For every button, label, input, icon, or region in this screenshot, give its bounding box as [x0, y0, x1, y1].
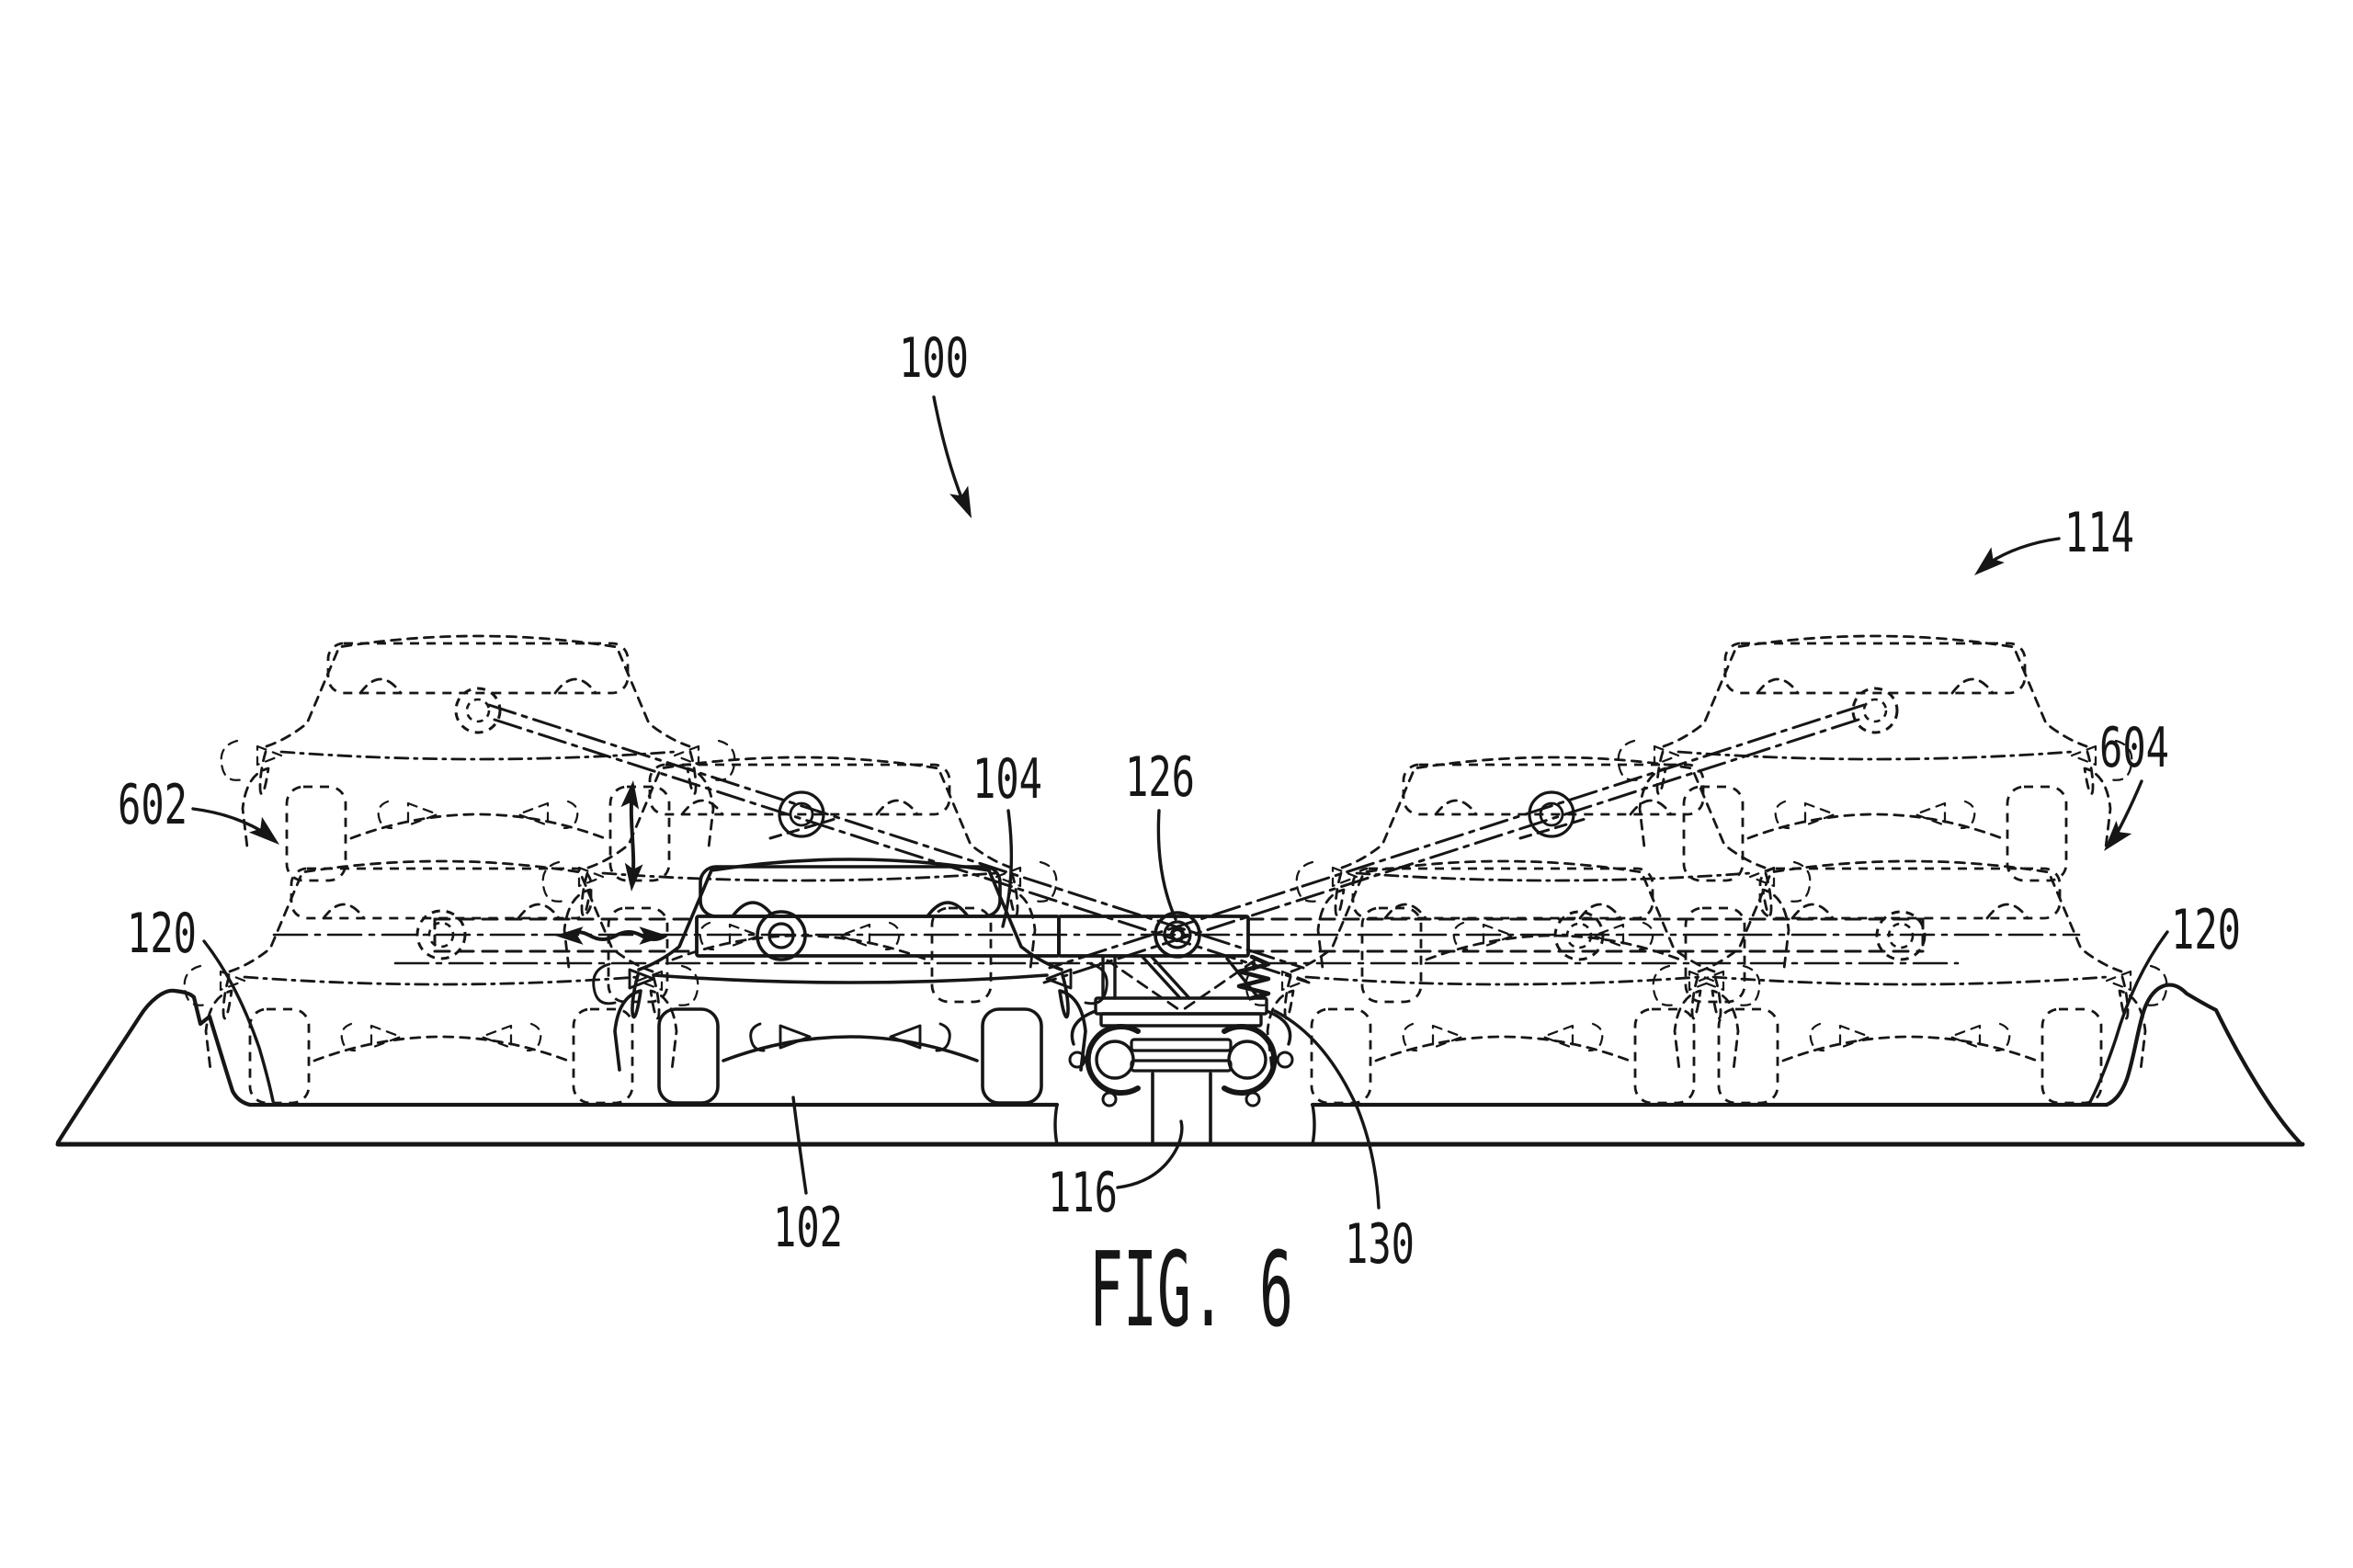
ref-label-120-left: 120: [127, 902, 197, 966]
figure-linework: [55, 395, 2305, 1210]
ref-label-126: 126: [1125, 745, 1195, 810]
figure-caption: FIG. 6: [1089, 1231, 1293, 1350]
ref-label-602: 602: [118, 773, 188, 837]
vehicle-ghost-ground-right: [1245, 859, 1761, 1105]
telescoping-beam-104: [695, 910, 1250, 961]
support-carriage-116: [1068, 954, 1294, 1146]
vehicle-ghost-raised-mid-right: [1295, 756, 1812, 1004]
vehicle-ghost-ground-far-left: [183, 859, 699, 1105]
ref-label-604: 604: [2099, 716, 2169, 780]
ref-label-130: 130: [1345, 1212, 1415, 1277]
vehicle-ghost-raised-mid-left: [541, 756, 1058, 1004]
vehicle-ghost-raised-high-right: [1617, 634, 2133, 882]
ref-label-104: 104: [972, 747, 1042, 812]
ref-label-102: 102: [773, 1196, 843, 1260]
vehicle-solid-vehicle-102: [592, 858, 1108, 1105]
ref-label-116: 116: [1048, 1161, 1118, 1225]
vehicle-ghost-ground-far-right: [1652, 859, 2168, 1105]
lift-arm-phantom-positions: [272, 687, 2081, 1011]
ref-label-114: 114: [2064, 501, 2134, 565]
leader-lines: [191, 395, 2169, 1210]
motion-arrows: [555, 780, 667, 945]
ref-label-120-right: 120: [2171, 898, 2241, 962]
reference-labels: 100 114 602 604 120 120 104 126 102 116 …: [118, 326, 2241, 1350]
ref-label-100: 100: [899, 326, 969, 391]
vehicle-ghost-raised-high-left: [220, 634, 736, 882]
